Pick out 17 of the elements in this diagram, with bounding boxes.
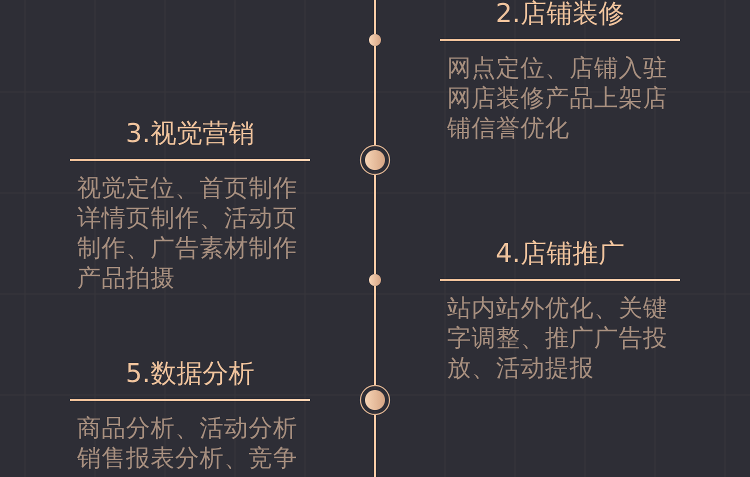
timeline-line (374, 286, 376, 385)
section-heading: 3.视觉营销 (126, 120, 254, 148)
description-text: 网点定位、店铺入驻网店装修产品上架店铺信誉优化 (447, 53, 668, 143)
ringed-timeline-dot (359, 384, 391, 416)
description-text: 视觉定位、首页制作详情页制作、活动页制作、广告素材制作产品拍摄 (77, 173, 298, 293)
timeline-line (374, 415, 376, 477)
section-heading: 5.数据分析 (126, 360, 254, 388)
timeline-dot (368, 273, 382, 287)
timeline-line (374, 46, 376, 145)
description-text: 商品分析、活动分析销售报表分析、竞争 (77, 413, 298, 473)
description-text: 站内站外优化、关键字调整、推广广告投放、活动提报 (447, 293, 668, 383)
section-heading: 2.店铺装修 (496, 0, 624, 28)
ringed-timeline-dot (359, 144, 391, 176)
timeline-line (374, 175, 376, 274)
timeline-dot (368, 33, 382, 47)
section-heading: 4.店铺推广 (496, 240, 624, 268)
timeline-line (374, 0, 376, 34)
